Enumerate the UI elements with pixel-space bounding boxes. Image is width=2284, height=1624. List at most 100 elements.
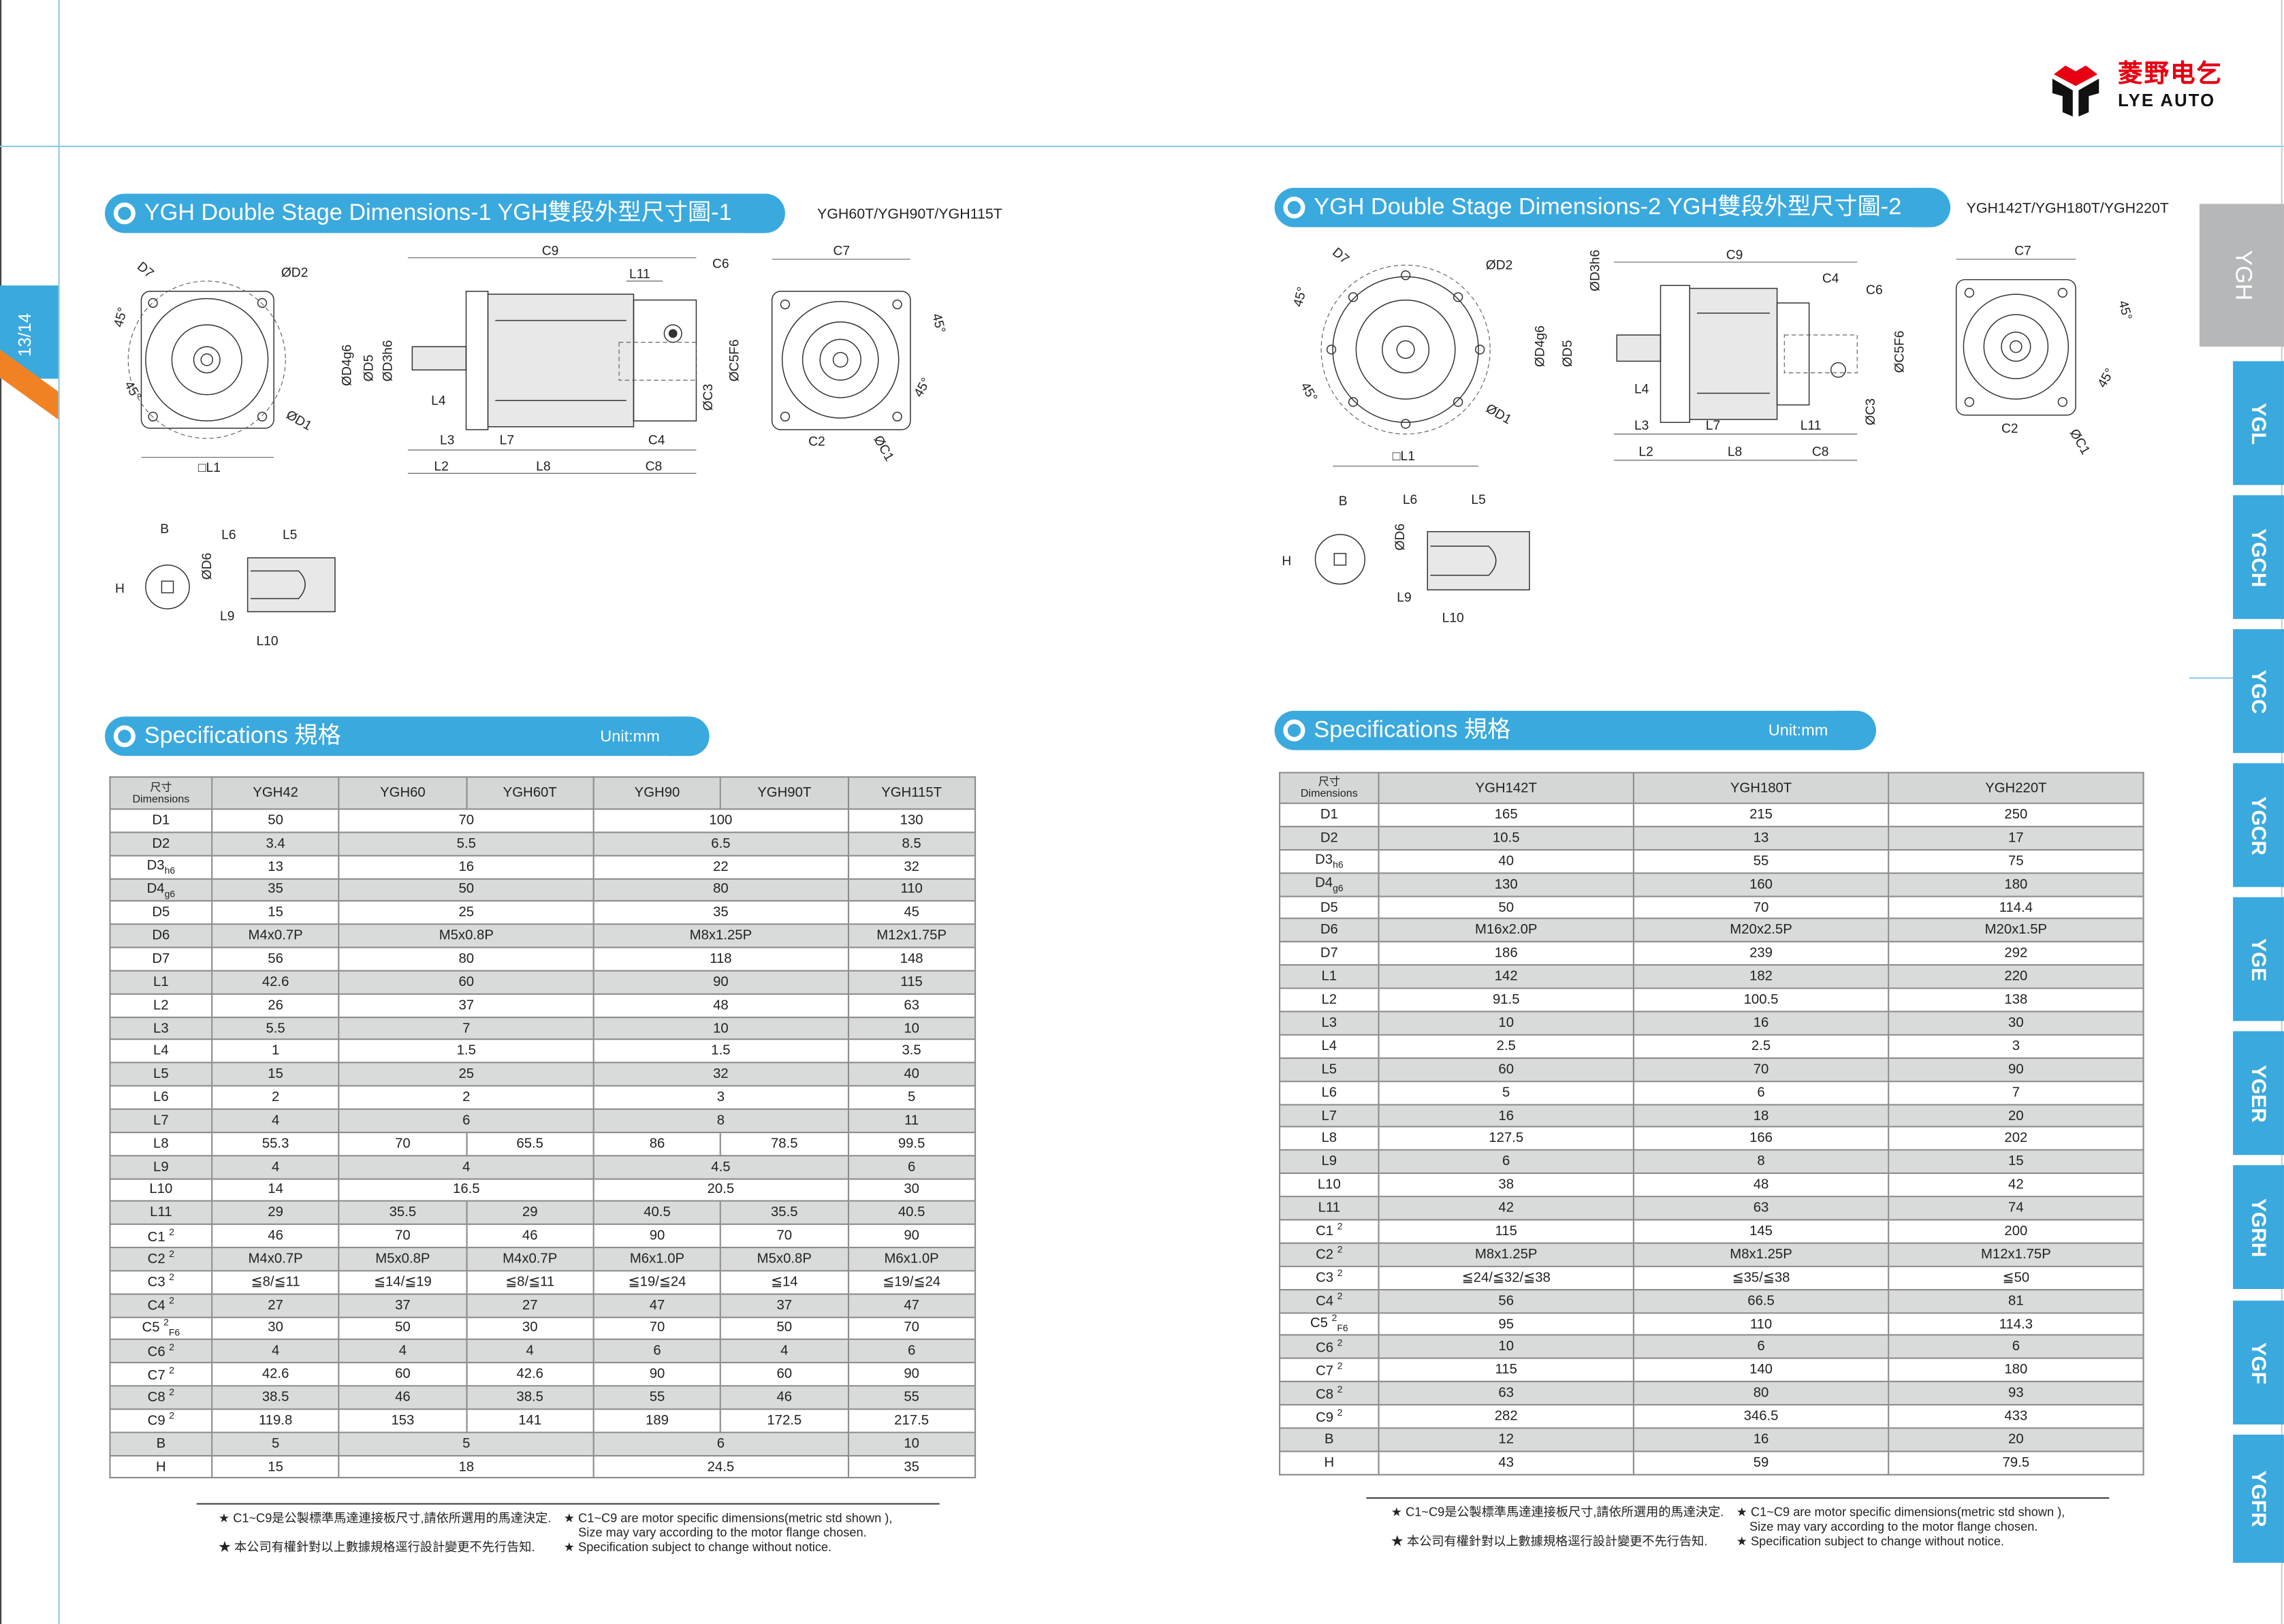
dim-name: L11: [150, 1205, 172, 1222]
side-tab-yger[interactable]: YGER: [2233, 1031, 2284, 1156]
note-en-2: ★ Specification subject to change withou…: [1736, 1533, 2004, 1548]
table-cell: 182: [1632, 964, 1890, 989]
dimension-label: D6: [1279, 918, 1380, 943]
dim-name: D3: [146, 857, 165, 874]
table-cell: 55: [1632, 848, 1890, 874]
table-cell: 86: [592, 1131, 722, 1156]
table-cell: ≦8/≦11: [465, 1269, 594, 1294]
page-edge: [0, 0, 2, 1624]
dimension-label: L1: [109, 970, 213, 995]
dimension-label: L5: [1279, 1057, 1380, 1082]
table-cell: 40: [1378, 848, 1634, 874]
table-cell: 1.5: [592, 1039, 849, 1064]
table-cell: 35.5: [720, 1200, 849, 1226]
table-cell: 70: [338, 808, 594, 833]
drawing2-rear-view: C7 45° 45° C2 ØC1: [1955, 244, 2134, 457]
dimension-label: D7: [109, 946, 213, 972]
table-cell: 6: [847, 1339, 977, 1364]
table-cell: 35.5: [338, 1200, 467, 1226]
table-cell: 78.5: [720, 1131, 849, 1156]
dim-header-cn: 尺寸: [150, 780, 172, 793]
table-cell: 29: [465, 1200, 594, 1226]
dim-name: L10: [1317, 1177, 1341, 1194]
table-cell: 3.4: [211, 831, 340, 857]
dim-tolerance: g6: [1333, 883, 1344, 894]
table-cell: M4x0.7P: [211, 1247, 340, 1272]
table-cell: 5.5: [211, 1016, 340, 1041]
table-cell: 3: [592, 1085, 849, 1110]
table-cell: 8: [592, 1108, 849, 1133]
dim-header-cn: 尺寸: [1318, 774, 1340, 789]
dim-name: C4: [147, 1298, 165, 1314]
note-cn-1: ★ C1~C9是公製標準馬達連接板尺寸,請依所選用的馬達決定.: [218, 1510, 552, 1525]
side-tab-ygcr[interactable]: YGCR: [2233, 763, 2284, 887]
model-header: YGH42: [211, 776, 340, 810]
table-cell: 60: [338, 1362, 467, 1387]
notes-divider: [1366, 1497, 2110, 1499]
table-cell: 70: [338, 1224, 467, 1249]
table-cell: 4: [211, 1108, 340, 1133]
table-cell: 79.5: [1888, 1450, 2144, 1476]
dim-label: B: [160, 522, 169, 537]
side-tab-yge[interactable]: YGE: [2233, 897, 2284, 1021]
table-cell: 55.3: [211, 1131, 340, 1156]
table-cell: 20: [1888, 1103, 2144, 1128]
dimension-label: B: [109, 1431, 213, 1456]
table-cell: 140: [1632, 1358, 1890, 1383]
dim-name: L4: [153, 1043, 169, 1060]
table-cell: 50: [720, 1316, 849, 1341]
drawing2-side-view: C9 C4 C6 ØD3h6 ØD4g6 ØD5 L4 L3 L7 L11 ØC…: [1533, 249, 1907, 461]
table-cell: 114.4: [1888, 895, 2144, 920]
dim-name: D2: [152, 835, 170, 852]
dim-label: L6: [221, 528, 236, 542]
dimension-label: L5: [109, 1062, 213, 1087]
dim-label: ØC1: [870, 433, 896, 464]
table-cell: 47: [847, 1292, 977, 1318]
table-cell: 4: [338, 1154, 594, 1179]
dim-name: D6: [152, 927, 170, 944]
dim-name: B: [1325, 1431, 1334, 1448]
table-cell: M5x0.8P: [338, 1247, 467, 1272]
dimension-label: C3 2: [109, 1269, 213, 1294]
table-cell: 40.5: [592, 1200, 722, 1226]
section-title: Specifications 規格: [1314, 718, 1511, 743]
dim-name: D4: [146, 880, 165, 897]
table-cell: 55: [847, 1385, 977, 1410]
side-tab-ygh[interactable]: YGH: [2199, 204, 2284, 347]
side-tab-ygch[interactable]: YGCH: [2233, 495, 2284, 620]
circle-bullet-icon: [113, 725, 136, 748]
table-cell: 60: [720, 1362, 849, 1387]
table-cell: M8x1.25P: [1378, 1242, 1634, 1267]
dim-name: D6: [1320, 922, 1338, 939]
table-cell: 10: [1378, 1335, 1634, 1360]
dim-name: C4: [1316, 1293, 1334, 1310]
side-tab-ygl[interactable]: YGL: [2233, 361, 2284, 485]
tab-label: YGL: [2247, 402, 2270, 445]
side-tab-ygfr[interactable]: YGFR: [2233, 1434, 2284, 1563]
dimension-label: L10: [1279, 1173, 1380, 1198]
table-cell: M16x2.0P: [1378, 918, 1634, 943]
table-cell: 4.5: [592, 1154, 849, 1179]
section-header-dimensions-1: YGH Double Stage Dimensions-1 YGH雙段外型尺寸圖…: [105, 193, 785, 234]
dim-tolerance: h6: [1333, 860, 1344, 871]
dim-name: L11: [1318, 1200, 1341, 1217]
dim-name: L7: [153, 1112, 169, 1129]
table-cell: 433: [1888, 1404, 2144, 1429]
dim-superscript: 2: [1337, 1292, 1343, 1303]
dim-tolerance: F6: [1337, 1324, 1348, 1335]
side-tab-ygrh[interactable]: YGRH: [2233, 1165, 2284, 1290]
dim-label: ØD3h6: [381, 340, 395, 381]
side-tab-ygc[interactable]: YGC: [2233, 629, 2284, 753]
side-tab-ygf[interactable]: YGF: [2233, 1301, 2284, 1424]
dim-label: ØD1: [283, 408, 314, 434]
table-cell: 30: [465, 1316, 594, 1341]
